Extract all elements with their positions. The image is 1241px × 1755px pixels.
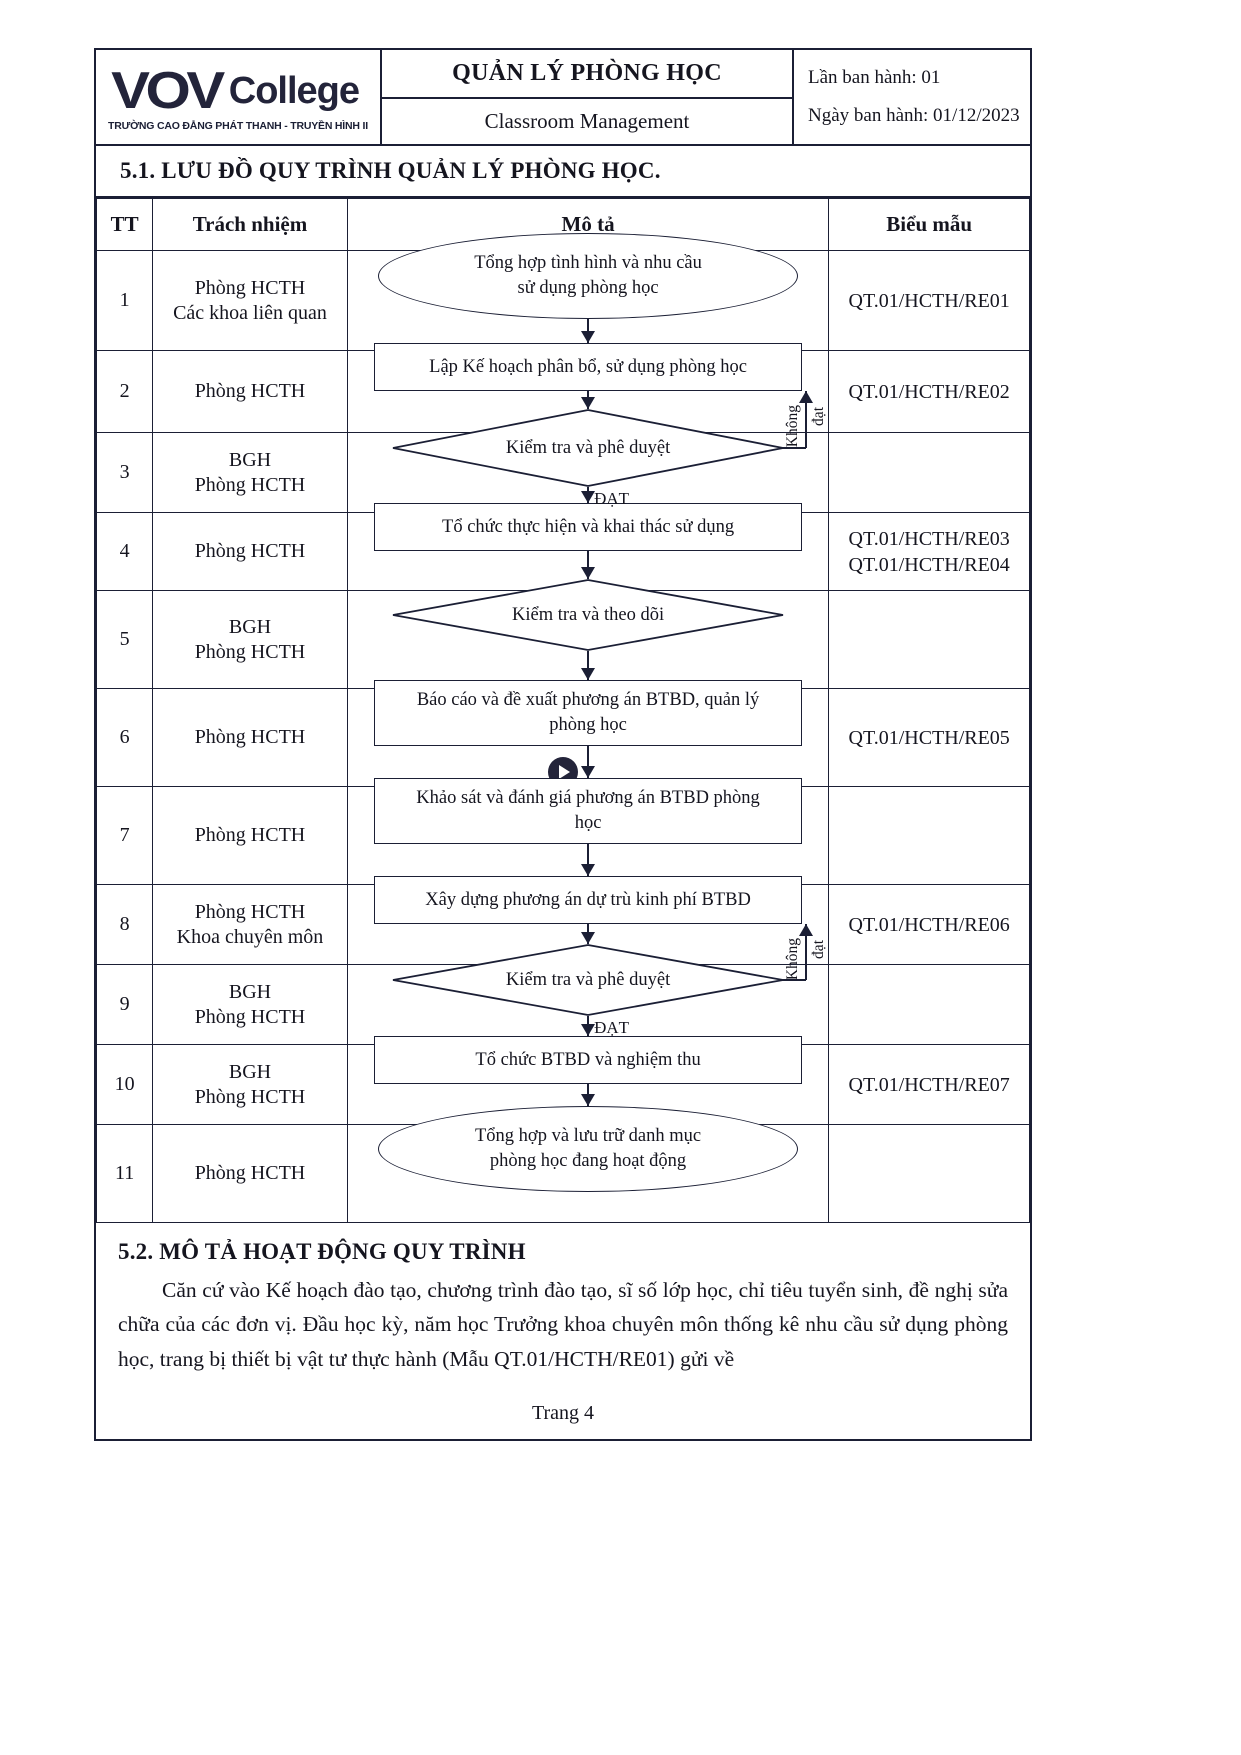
row-description <box>346 884 830 965</box>
page-footer: Trang 4 <box>531 1402 595 1425</box>
row-form-code: QT.01/HCTH/RE02 <box>828 350 1030 433</box>
row-index: 6 <box>95 688 154 787</box>
row-index: 10 <box>95 1044 154 1125</box>
row-description <box>346 964 830 1045</box>
row-description <box>346 590 830 689</box>
row-description <box>346 432 830 513</box>
row-form-code <box>828 1124 1030 1223</box>
row-description <box>346 786 830 885</box>
section-52-paragraph: Căn cứ vào Kế hoạch đào tạo, chương trìn… <box>118 1278 1008 1371</box>
row-index: 11 <box>95 1124 154 1223</box>
col-header-form: Biểu mẫu <box>828 198 1030 251</box>
row-index: 4 <box>95 512 154 591</box>
row-form-code <box>828 432 1030 513</box>
row-responsibility: Phòng HCTH <box>152 512 348 591</box>
vov-wordmark: VOV <box>111 61 225 120</box>
row-description <box>346 250 830 351</box>
row-description <box>346 350 830 433</box>
row-index: 3 <box>95 432 154 513</box>
row-description <box>346 512 830 591</box>
row-index: 8 <box>95 884 154 965</box>
title-cell: QUẢN LÝ PHÒNG HỌC Classroom Management <box>382 50 794 144</box>
row-index: 7 <box>95 786 154 885</box>
row-index: 9 <box>95 964 154 1045</box>
logo-cell: VOV College TRƯỜNG CAO ĐẲNG PHÁT THANH -… <box>96 50 578 788</box>
row-form-code <box>828 590 1030 689</box>
row-description <box>346 688 830 787</box>
col-header-tt: TT <box>95 198 154 251</box>
section-52-heading: 5.2. MÔ TẢ HOẠT ĐỘNG QUY TRÌNH <box>118 1239 526 1264</box>
row-responsibility: Phòng HCTH <box>152 350 348 433</box>
document-header: VOV College TRƯỜNG CAO ĐẲNG PHÁT THANH -… <box>96 50 1030 788</box>
row-responsibility: Phòng HCTH <box>152 688 348 787</box>
row-form-code <box>828 964 1030 1045</box>
logo-graphic: VOV College <box>111 65 578 788</box>
table-header-row: TT Trách nhiệm Mô tả Biểu mẫu <box>95 198 1030 251</box>
row-index: 1 <box>95 250 154 351</box>
section-52: 5.2. MÔ TẢ HOẠT ĐỘNG QUY TRÌNH Căn cứ và… <box>96 1223 1030 1380</box>
issue-date: Ngày ban hành: 01/12/2023 <box>808 105 1020 126</box>
college-wordmark: College <box>228 69 360 112</box>
title-vietnamese: QUẢN LÝ PHÒNG HỌC <box>382 50 792 99</box>
row-form-code <box>828 786 1030 885</box>
row-form-code: QT.01/HCTH/RE05 <box>828 688 1030 787</box>
title-english: Classroom Management <box>484 109 690 133</box>
row-responsibility: Phòng HCTH <box>152 1124 348 1223</box>
row-description <box>346 1124 830 1223</box>
row-responsibility: Phòng HCTH <box>152 786 348 885</box>
row-form-code: QT.01/HCTH/RE01 <box>828 250 1030 351</box>
logo-subtitle: TRƯỜNG CAO ĐẲNG PHÁT THANH - TRUYỀN HÌNH… <box>108 119 368 132</box>
issue-meta-cell: Lần ban hành: 01 Ngày ban hành: 01/12/20… <box>794 50 1030 144</box>
row-description <box>346 1044 830 1125</box>
row-index: 5 <box>95 590 154 689</box>
document-page: VOV College TRƯỜNG CAO ĐẲNG PHÁT THANH -… <box>94 48 1032 1442</box>
col-header-desc: Mô tả <box>346 198 830 251</box>
row-index: 2 <box>95 350 154 433</box>
section-51-heading: 5.1. LƯU ĐỒ QUY TRÌNH QUẢN LÝ PHÒNG HỌC. <box>96 146 1030 198</box>
row-form-code: QT.01/HCTH/RE07 <box>828 1044 1030 1125</box>
col-header-resp: Trách nhiệm <box>152 198 348 251</box>
row-form-code: QT.01/HCTH/RE06 <box>828 884 1030 965</box>
issue-number: Lần ban hành: 01 <box>808 67 941 88</box>
